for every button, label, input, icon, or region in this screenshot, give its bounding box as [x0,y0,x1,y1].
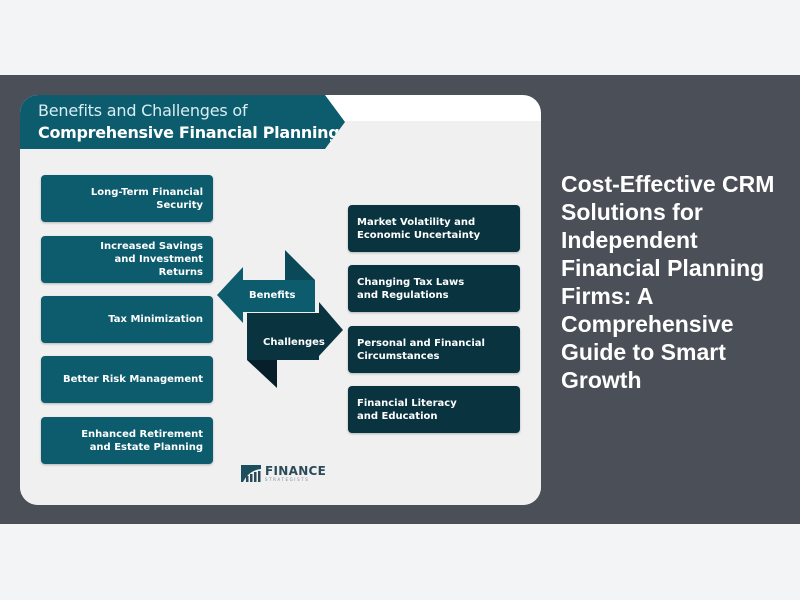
finance-strategists-logo-icon [241,465,261,482]
benefit-label: Enhanced Retirement and Estate Planning [81,428,203,453]
challenge-item: Financial Literacy and Education [348,386,520,433]
benefits-arrow [217,267,315,323]
challenge-label: Personal and Financial Circumstances [357,337,485,362]
benefit-item: Increased Savings and Investment Returns [41,236,213,283]
benefits-arrow-fold [285,250,315,280]
benefit-item: Enhanced Retirement and Estate Planning [41,417,213,464]
benefits-arrow-label: Benefits [249,290,296,301]
challenge-item: Market Volatility and Economic Uncertain… [348,205,520,252]
benefit-item: Tax Minimization [41,296,213,343]
benefit-label: Better Risk Management [63,374,203,385]
logo-subtitle: STRATEGISTS [265,476,310,482]
challenge-item: Changing Tax Laws and Regulations [348,265,520,312]
challenges-arrow [247,302,343,360]
challenge-label: Financial Literacy and Education [357,397,457,422]
challenge-item: Personal and Financial Circumstances [348,326,520,373]
benefit-item: Long-Term Financial Security [41,175,213,222]
benefits-challenges-arrows [217,250,343,388]
infographic-title-line1: Benefits and Challenges of [38,101,248,120]
challenge-label: Changing Tax Laws and Regulations [357,276,465,301]
benefit-label: Tax Minimization [108,314,203,325]
logo-name: FINANCE [265,463,327,478]
infographic-title-banner: Benefits and Challenges of Comprehensive… [20,95,345,149]
finance-strategists-logo: FINANCE STRATEGISTS [240,463,326,483]
benefit-item: Better Risk Management [41,356,213,403]
infographic-title-line2: Comprehensive Financial Planning [38,123,340,142]
benefit-label: Increased Savings and Investment Returns [100,241,203,278]
benefit-label: Long-Term Financial Security [90,186,203,211]
challenges-arrow-fold [247,360,277,388]
challenge-label: Market Volatility and Economic Uncertain… [357,216,481,241]
infographic-card: Benefits and Challenges of Comprehensive… [20,95,541,505]
challenges-arrow-label: Challenges [263,337,325,348]
article-headline: Cost-Effective CRM Solutions for Indepen… [561,171,775,393]
